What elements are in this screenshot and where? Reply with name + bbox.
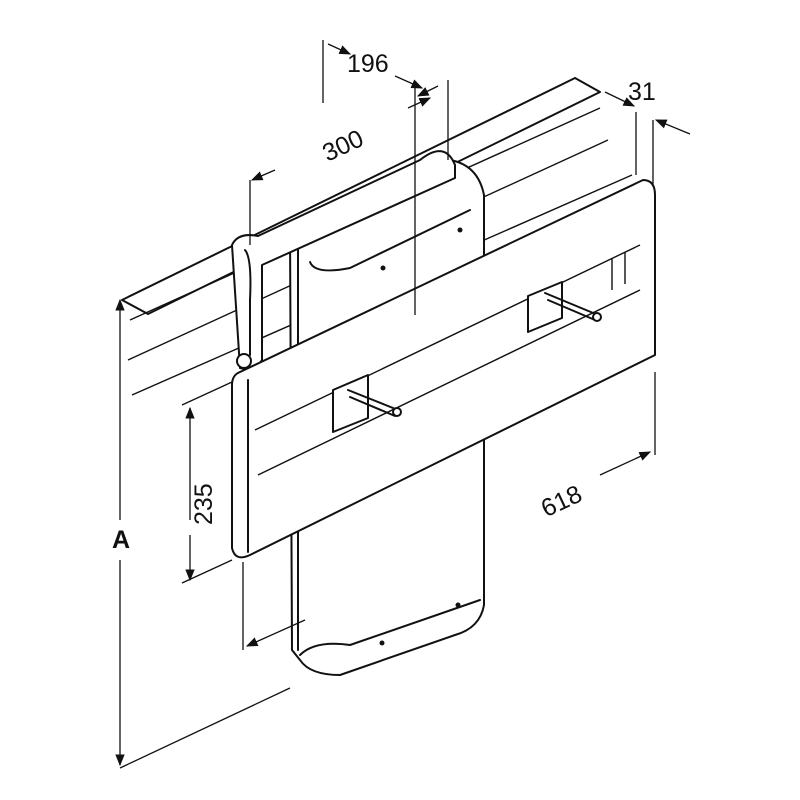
- screw-hole-icon: [379, 640, 385, 646]
- front-panel: [231, 179, 656, 559]
- dimension-31: [604, 91, 691, 185]
- dimension-300: [249, 97, 432, 245]
- support-pin-lower: [332, 374, 402, 433]
- support-pin-upper: [527, 281, 602, 333]
- dimension-618: [242, 372, 656, 650]
- screw-hole-icon: [457, 227, 463, 233]
- dimension-a: [115, 298, 291, 769]
- dimension-31-label: 31: [628, 78, 656, 106]
- dimension-235: [181, 381, 233, 584]
- dimension-235-label: 235: [190, 483, 218, 525]
- screw-hole-icon: [380, 265, 386, 271]
- dimension-a-label: A: [112, 526, 130, 554]
- dimension-300-label: 300: [318, 124, 368, 167]
- dimension-196-label: 196: [347, 50, 389, 78]
- dimension-618-label: 618: [537, 480, 587, 523]
- dimension-196: [322, 40, 449, 315]
- screw-hole-icon: [455, 602, 461, 608]
